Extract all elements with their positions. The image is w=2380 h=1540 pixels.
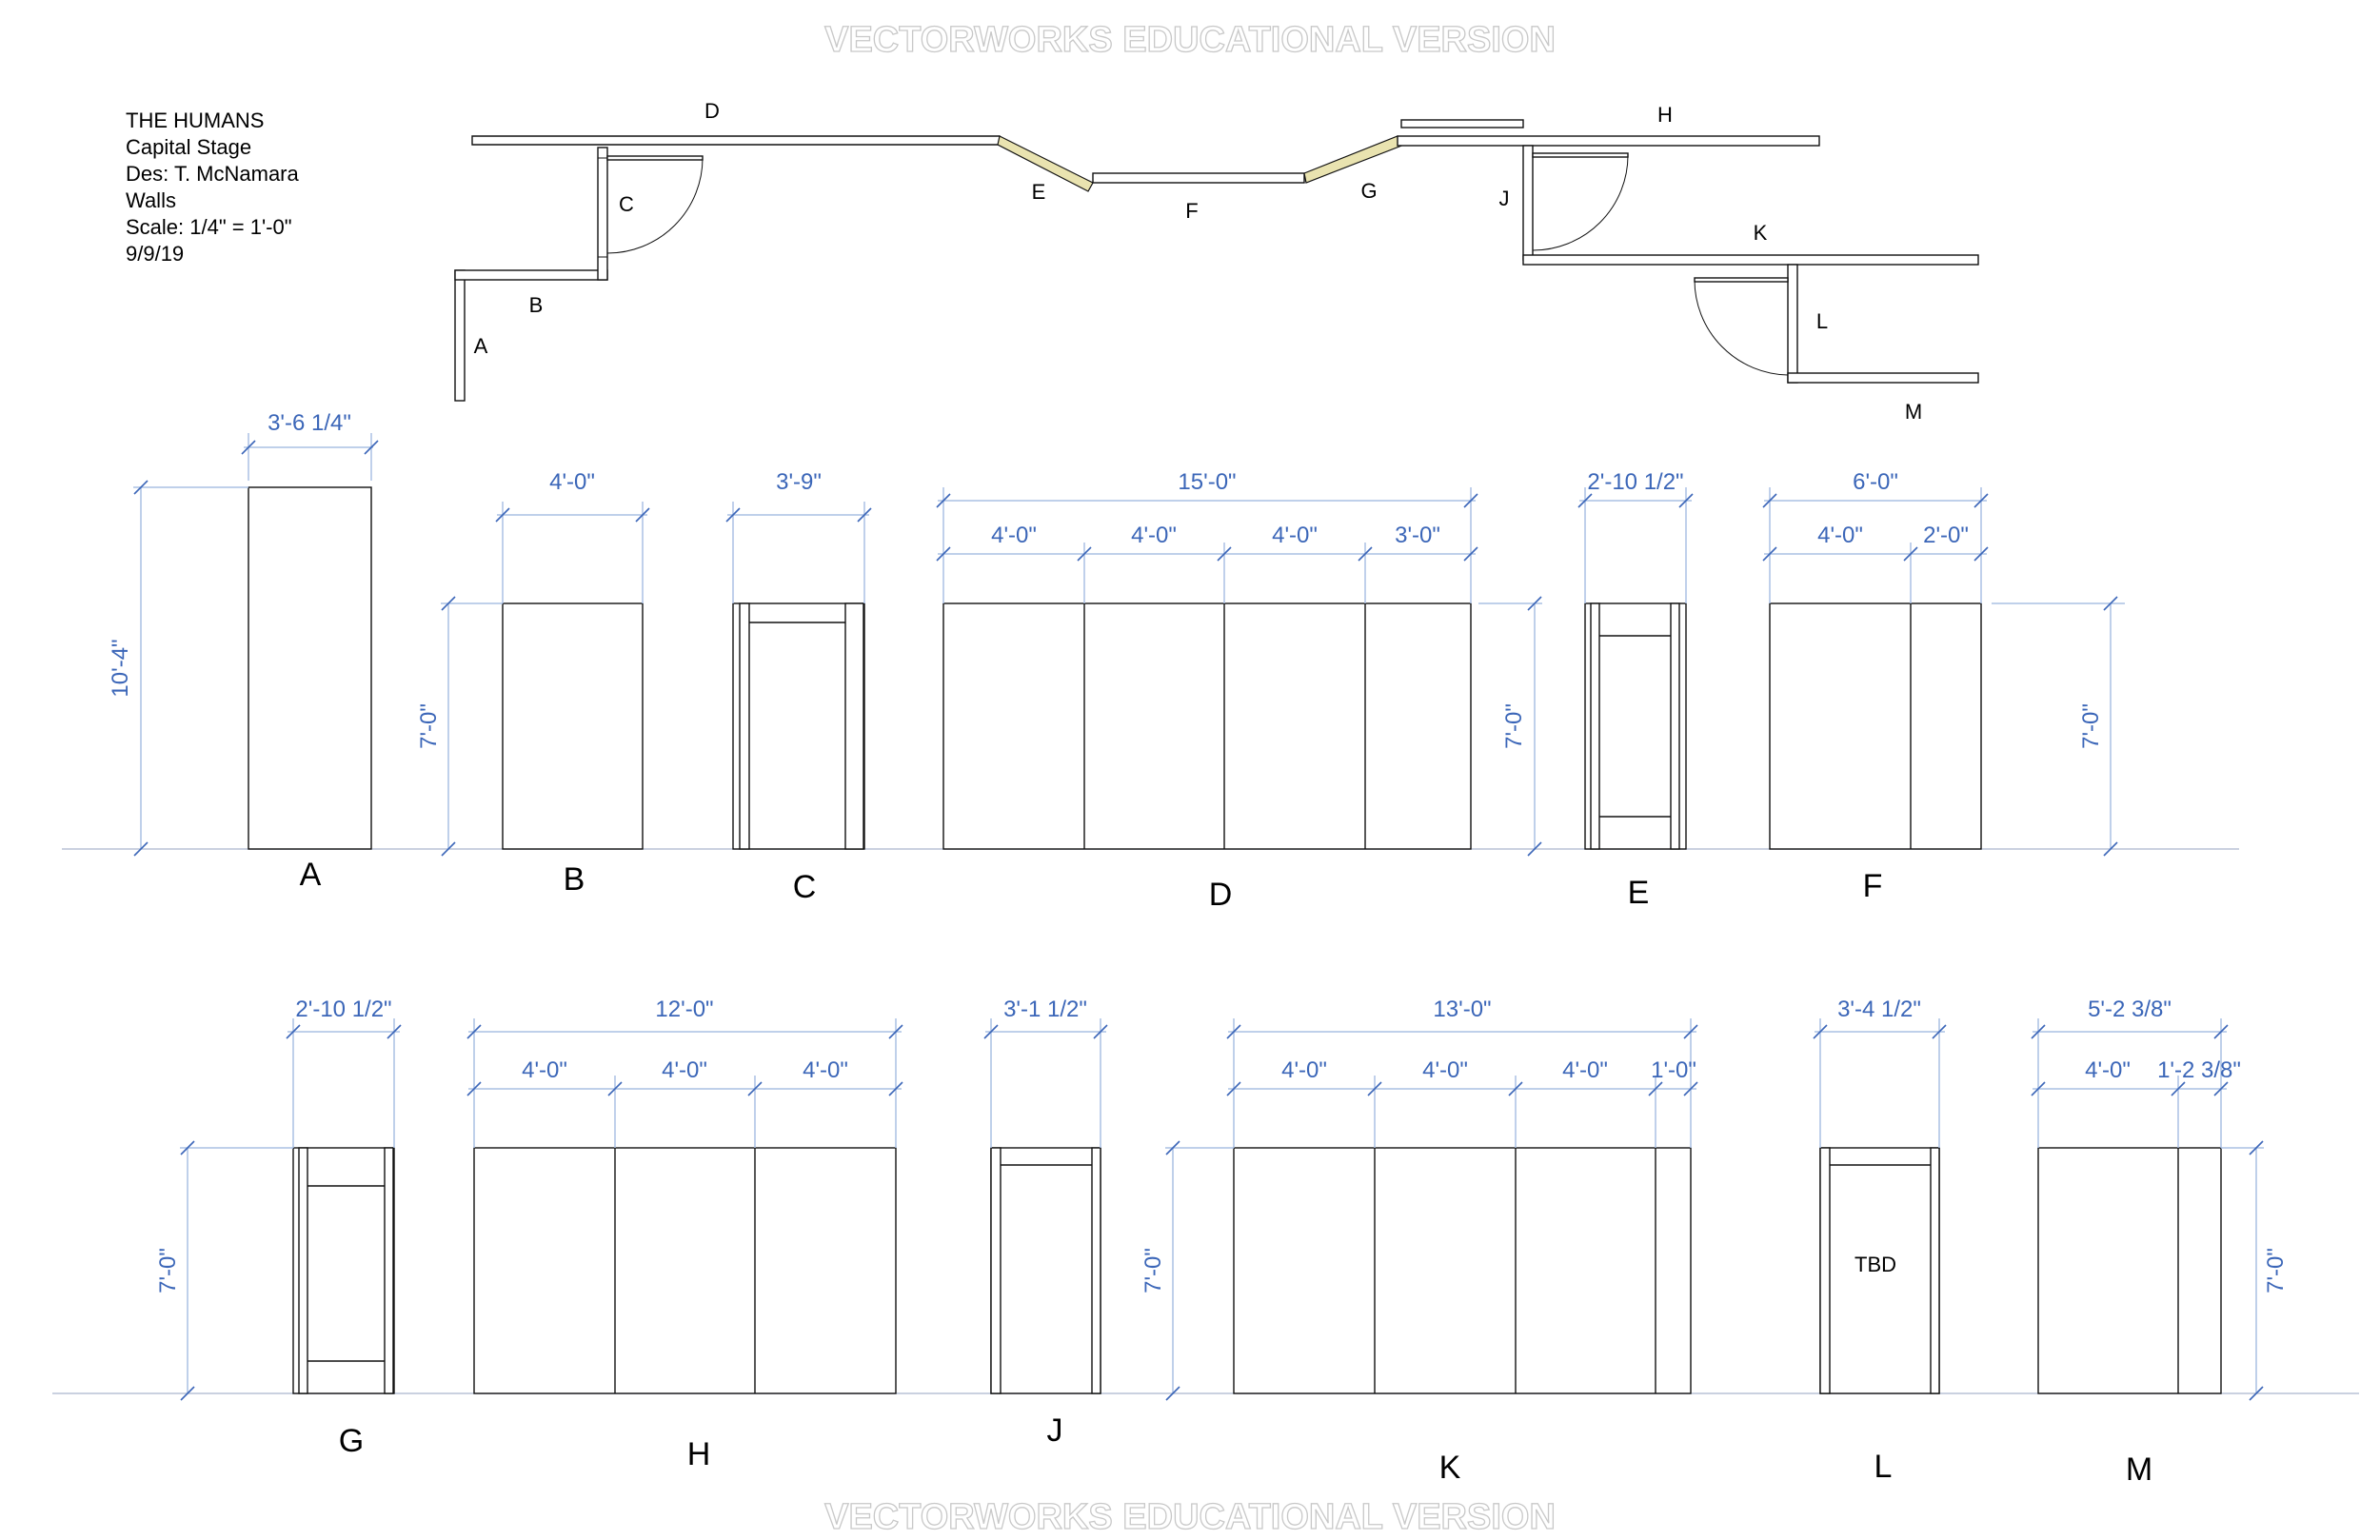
elevation-l: TBD 3'-4 1/2" L [1813,997,1947,1485]
elevation-a: 3'-6 1/4" 10'-4" A [108,410,379,893]
dim-c-width: 3'-9" [776,469,822,495]
dim-m-section-1: 4'-0" [2085,1057,2131,1083]
elevation-g: 2'-10 1/2" 7'-0" G [155,997,402,1459]
elevation-k: 13'-0" 4'-0" 4'-0" 4'-0" 1'-0" 7'-0" K [1140,997,1698,1486]
label-e: E [1628,875,1650,911]
label-a: A [300,857,322,893]
dim-d-section-3: 4'-0" [1272,523,1318,548]
elevation-f: 6'-0" 4'-0" 2'-0" 7'-0" F [1762,469,2125,904]
label-l: L [1874,1449,1893,1485]
plan-label-b: B [529,293,544,317]
dim-k-section-4: 1'-0" [1651,1057,1696,1083]
note-tbd: TBD [1854,1253,1896,1276]
label-j: J [1047,1412,1063,1449]
plan-label-h: H [1657,103,1673,127]
dim-f-overall: 6'-0" [1853,469,1898,495]
title-block-subject: Walls [126,188,176,212]
dim-b-width: 4'-0" [549,469,595,495]
label-h: H [687,1436,711,1472]
label-m: M [2126,1451,2152,1488]
dim-d-section-2: 4'-0" [1131,523,1177,548]
elevation-b: 4'-0" 7'-0" B [416,469,650,898]
plan-label-e: E [1032,180,1046,204]
title-block-date: 9/9/19 [126,242,185,266]
plan-label-j: J [1499,187,1510,210]
dim-b-height: 7'-0" [416,703,442,749]
dim-a-width: 3'-6 1/4" [268,410,351,436]
plan-label-m: M [1905,400,1922,424]
dim-h-section-3: 4'-0" [803,1057,848,1083]
dim-j-width: 3'-1 1/2" [1003,997,1087,1022]
dim-k-height: 7'-0" [1140,1248,1166,1293]
title-block-venue: Capital Stage [126,135,252,159]
dim-h-section-1: 4'-0" [522,1057,567,1083]
plan-label-g: G [1360,179,1377,203]
dim-m-section-2: 1'-2 3/8" [2157,1057,2241,1083]
dim-h-section-2: 4'-0" [662,1057,707,1083]
dim-d-height: 7'-0" [1501,703,1527,749]
elevation-h: 12'-0" 4'-0" 4'-0" 4'-0" H [466,997,903,1472]
elevation-m: 5'-2 3/8" 4'-0" 1'-2 3/8" 7'-0" M [2031,997,2289,1488]
label-b: B [564,861,585,898]
dim-g-width: 2'-10 1/2" [295,997,391,1022]
watermark-top: VECTORWORKS EDUCATIONAL VERSION [824,20,1556,60]
dim-k-section-1: 4'-0" [1281,1057,1327,1083]
elevation-c: 3'-9" C [725,469,872,905]
dim-k-section-2: 4'-0" [1422,1057,1468,1083]
label-k: K [1439,1450,1461,1486]
label-f: F [1863,868,1883,904]
title-block-scale: Scale: 1/4" = 1'-0" [126,215,292,239]
dim-d-section-4: 3'-0" [1395,523,1440,548]
plan-label-d: D [704,99,720,123]
plan-label-l: L [1816,309,1828,333]
dim-d-overall: 15'-0" [1178,469,1236,495]
elevation-j: 3'-1 1/2" J [983,997,1108,1449]
dim-f-height: 7'-0" [2078,703,2104,749]
dim-e-width: 2'-10 1/2" [1587,469,1683,495]
plan-label-c: C [619,192,634,216]
dim-d-section-1: 4'-0" [991,523,1037,548]
dim-k-overall: 13'-0" [1433,997,1491,1022]
elevation-e: 2'-10 1/2" E [1577,469,1694,911]
dim-m-height: 7'-0" [2263,1248,2289,1293]
dim-k-section-3: 4'-0" [1562,1057,1608,1083]
elevation-d: 15'-0" 4'-0" 4'-0" 4'-0" 3'-0" 7'-0" D [936,469,1542,913]
dim-f-section-1: 4'-0" [1817,523,1863,548]
dim-m-overall: 5'-2 3/8" [2088,997,2172,1022]
plan-label-f: F [1185,199,1198,223]
dim-g-height: 7'-0" [155,1248,181,1293]
watermark-bottom: VECTORWORKS EDUCATIONAL VERSION [824,1497,1556,1537]
label-d: D [1209,877,1233,913]
dim-a-height: 10'-4" [108,639,133,697]
label-g: G [339,1423,364,1459]
plan-view [454,119,1979,402]
plan-label-k: K [1754,221,1768,245]
title-block-title: THE HUMANS [126,109,265,132]
label-c: C [793,869,817,905]
dim-l-width: 3'-4 1/2" [1837,997,1921,1022]
dim-f-section-2: 2'-0" [1923,523,1969,548]
title-block-designer: Des: T. McNamara [126,162,299,186]
dim-h-overall: 12'-0" [655,997,713,1022]
plan-labels: A B C D E F G H J K L M [474,99,1923,424]
title-block: THE HUMANS Capital Stage Des: T. McNamar… [126,108,299,267]
plan-label-a: A [474,334,488,358]
